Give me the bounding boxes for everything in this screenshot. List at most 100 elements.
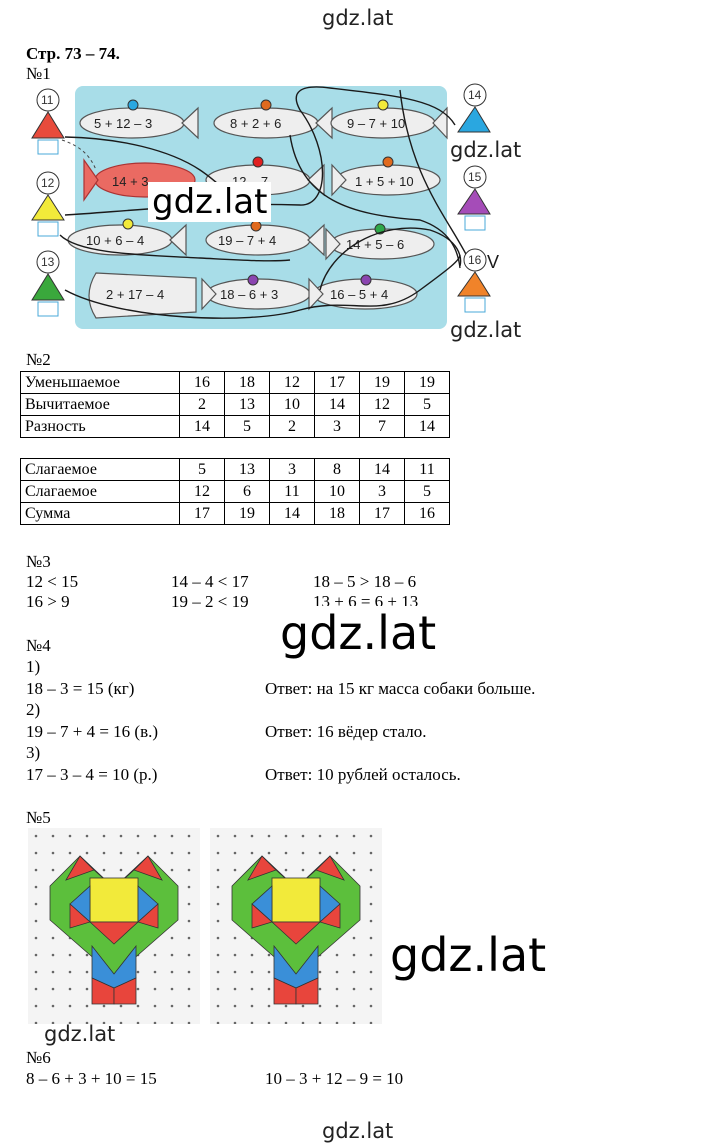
- problem-3-answer: Ответ: 10 рублей осталось.: [265, 765, 461, 784]
- table-row: Сумма 17 19 14 18 17 16: [20, 502, 450, 525]
- table-cell: 14: [359, 458, 405, 481]
- row-label: Разность: [20, 415, 180, 438]
- problem-2-answer: Ответ: 16 вёдер стало.: [265, 722, 427, 741]
- task1-label: №1: [26, 64, 51, 83]
- difference-table: Уменьшаемое 16 18 12 17 19 19 Вычитаемое…: [20, 371, 450, 438]
- watermark-bottom: gdz.lat: [322, 1119, 394, 1143]
- problem-1-number: 1): [26, 657, 41, 676]
- kid-number-2: 12: [41, 176, 55, 190]
- table-cell: 5: [404, 480, 450, 503]
- row-label: Уменьшаемое: [20, 371, 180, 394]
- table-cell: 14: [179, 415, 225, 438]
- table-row: Вычитаемое 2 13 10 14 12 5: [20, 393, 450, 416]
- table-cell: 8: [314, 458, 360, 481]
- table-cell: 14: [404, 415, 450, 438]
- task5-label: №5: [26, 808, 51, 827]
- table-cell: 3: [314, 415, 360, 438]
- table-cell: 3: [359, 480, 405, 503]
- fish-label-7: 10 + 6 – 4: [86, 233, 144, 248]
- expression-1: 8 – 6 + 3 + 10 = 15: [26, 1069, 157, 1088]
- task3-label: №3: [26, 552, 51, 571]
- sum-table: Слагаемое 5 13 3 8 14 11 Слагаемое 12 6 …: [20, 458, 450, 525]
- heart-tree-mosaic-1: [28, 828, 200, 1024]
- fish-label-4: 14 + 3: [112, 174, 149, 189]
- comparison-5: 19 – 2 < 19: [171, 592, 249, 611]
- table-cell: 10: [314, 480, 360, 503]
- problem-2-equation: 19 – 7 + 4 = 16 (в.): [26, 722, 159, 741]
- table-cell: 14: [269, 502, 315, 525]
- task2-label: №2: [26, 350, 51, 369]
- watermark-side-1: gdz.lat: [450, 138, 522, 162]
- problem-1-answer: Ответ: на 15 кг масса собаки больше.: [265, 679, 536, 698]
- watermark-side-2: gdz.lat: [450, 318, 522, 342]
- pattern-copy: [210, 828, 382, 1024]
- table-cell: 18: [224, 371, 270, 394]
- fish-label-10: 2 + 17 – 4: [106, 287, 164, 302]
- kid-number-4: 14: [468, 88, 482, 102]
- table-cell: 2: [179, 393, 225, 416]
- table-cell: 13: [224, 393, 270, 416]
- fish-label-2: 8 + 2 + 6: [230, 116, 281, 131]
- table-cell: 13: [224, 458, 270, 481]
- page-header: Стр. 73 – 74.: [26, 44, 120, 63]
- watermark-overlay: gdz.lat: [148, 182, 272, 222]
- table-cell: 5: [404, 393, 450, 416]
- table-cell: 11: [404, 458, 450, 481]
- fish-label-1: 5 + 12 – 3: [94, 116, 152, 131]
- table-cell: 11: [269, 480, 315, 503]
- expression-2: 10 – 3 + 12 – 9 = 10: [265, 1069, 404, 1088]
- check-mark: V: [487, 252, 499, 272]
- row-label: Вычитаемое: [20, 393, 180, 416]
- table-cell: 17: [359, 502, 405, 525]
- table-cell: 5: [179, 458, 225, 481]
- table-cell: 3: [269, 458, 315, 481]
- row-label: Слагаемое: [20, 480, 180, 503]
- table-cell: 19: [404, 371, 450, 394]
- table-cell: 19: [224, 502, 270, 525]
- table-row: Слагаемое 5 13 3 8 14 11: [20, 458, 450, 481]
- table-cell: 12: [269, 371, 315, 394]
- table-cell: 18: [314, 502, 360, 525]
- table-cell: 12: [359, 393, 405, 416]
- comparison-3: 18 – 5 > 18 – 6: [313, 572, 417, 591]
- comparison-4: 16 > 9: [26, 592, 70, 611]
- kid-number-3: 13: [41, 255, 55, 269]
- task6-label: №6: [26, 1048, 51, 1067]
- fish-label-12: 16 – 5 + 4: [330, 287, 388, 302]
- kid-number-1: 11: [41, 93, 54, 107]
- watermark-big-2: gdz.lat: [390, 928, 547, 982]
- table-cell: 14: [314, 393, 360, 416]
- table-cell: 16: [179, 371, 225, 394]
- watermark-bottom-left: gdz.lat: [44, 1022, 116, 1046]
- table-cell: 2: [269, 415, 315, 438]
- fish-label-8: 19 – 7 + 4: [218, 233, 276, 248]
- row-label: Сумма: [20, 502, 180, 525]
- table-cell: 17: [179, 502, 225, 525]
- kid-number-5: 15: [468, 170, 482, 184]
- kid-number-6: 16: [468, 253, 482, 267]
- pattern-original: [28, 828, 200, 1024]
- table-row: Уменьшаемое 16 18 12 17 19 19: [20, 371, 450, 394]
- task4-label: №4: [26, 636, 51, 655]
- watermark-big-1: gdz.lat: [276, 606, 441, 660]
- table-row: Разность 14 5 2 3 7 14: [20, 415, 450, 438]
- problem-1-equation: 18 – 3 = 15 (кг): [26, 679, 135, 698]
- heart-tree-mosaic-2: [210, 828, 382, 1024]
- fish-label-3: 9 – 7 + 10: [347, 116, 405, 131]
- problem-3-number: 3): [26, 743, 41, 762]
- fish-label-6: 1 + 5 + 10: [355, 174, 414, 189]
- table-cell: 17: [314, 371, 360, 394]
- table-cell: 16: [404, 502, 450, 525]
- table-row: Слагаемое 12 6 11 10 3 5: [20, 480, 450, 503]
- fish-label-11: 18 – 6 + 3: [220, 287, 278, 302]
- table-cell: 5: [224, 415, 270, 438]
- table-cell: 7: [359, 415, 405, 438]
- watermark-top: gdz.lat: [322, 6, 394, 30]
- table-cell: 12: [179, 480, 225, 503]
- problem-3-equation: 17 – 3 – 4 = 10 (р.): [26, 765, 158, 784]
- fish-illustration: 5 + 12 – 3 8 + 2 + 6 9 – 7 + 10 14 + 3 1…: [31, 83, 499, 319]
- table-cell: 10: [269, 393, 315, 416]
- table-cell: 19: [359, 371, 405, 394]
- comparison-1: 12 < 15: [26, 572, 79, 591]
- row-label: Слагаемое: [20, 458, 180, 481]
